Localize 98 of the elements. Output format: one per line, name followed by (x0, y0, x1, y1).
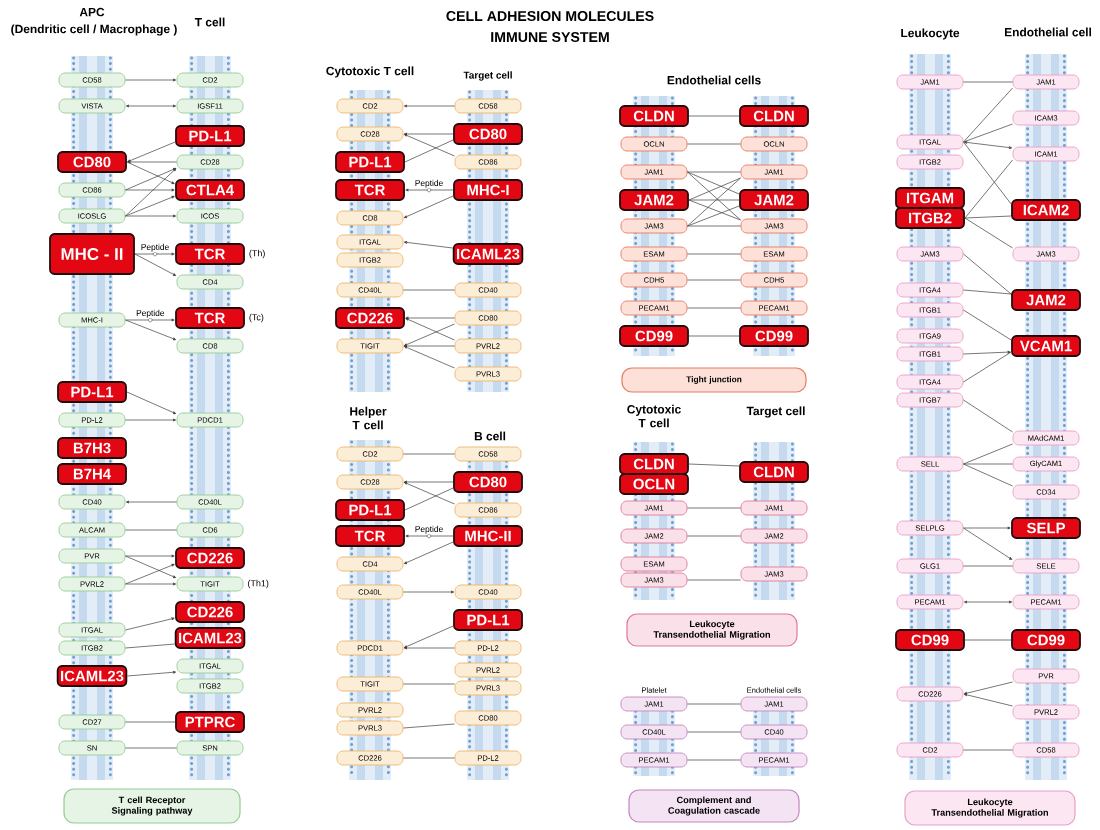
arrow (125, 617, 175, 631)
arrow (125, 78, 176, 82)
arrow (125, 188, 175, 192)
arrow (964, 600, 1013, 604)
connector-line (963, 81, 1013, 83)
arrow (405, 187, 454, 193)
arrow (963, 693, 1013, 707)
connector-line (963, 309, 1012, 341)
connector-line (963, 141, 1012, 205)
connector-line (687, 703, 741, 705)
connector-line (125, 643, 176, 649)
connector-line (403, 723, 455, 729)
arrow (404, 646, 455, 650)
arrow (403, 541, 454, 564)
connector-line (963, 463, 1013, 487)
connector-line (688, 463, 740, 467)
arrow (125, 168, 177, 217)
arrow (126, 391, 177, 414)
connector-line (963, 351, 1012, 383)
arrow (126, 670, 177, 677)
arrow (403, 346, 455, 369)
connector-line (963, 749, 1013, 751)
connector-line (687, 307, 741, 309)
connector-line (688, 115, 740, 117)
arrow (126, 104, 176, 108)
connector-line (687, 143, 741, 145)
arrow (125, 582, 176, 586)
connector-line (963, 565, 1013, 567)
arrow (404, 344, 455, 348)
connector-line (963, 463, 1013, 465)
arrow (404, 104, 455, 108)
connector-line (125, 747, 177, 749)
connector-line (687, 225, 741, 227)
arrow (405, 316, 455, 320)
connector-line (403, 453, 455, 455)
arrow (125, 319, 177, 341)
connector-line (125, 721, 176, 723)
connector-line (688, 199, 741, 221)
arrow (403, 625, 454, 648)
arrow (125, 554, 175, 558)
arrow (963, 350, 1011, 355)
highlighted-molecule-box: MHC - II (49, 233, 135, 275)
arrow (125, 168, 177, 191)
connector-line (687, 535, 741, 537)
arrow (125, 418, 176, 422)
arrow (134, 253, 177, 276)
arrow (125, 563, 175, 585)
connector-line (687, 253, 741, 255)
connector-line (687, 731, 741, 733)
connector-line (963, 87, 1013, 143)
connector-line (687, 507, 741, 509)
connector-line (687, 171, 740, 195)
connector-line (687, 171, 741, 173)
arrow (125, 214, 176, 218)
connector-line (687, 279, 741, 281)
connector-line (403, 683, 455, 685)
connector-line (687, 579, 741, 581)
arrow (403, 323, 455, 347)
connector-line (964, 639, 1012, 641)
arrow (404, 132, 454, 136)
connector-line (403, 289, 455, 291)
connector-line (404, 487, 454, 511)
arrow (963, 526, 1011, 530)
connector-line (688, 335, 740, 337)
arrow (404, 241, 454, 249)
arrow (125, 555, 177, 579)
arrow (134, 251, 175, 257)
arrow (127, 160, 177, 164)
arrow (403, 195, 454, 218)
connector-line (963, 399, 1013, 433)
connector-line (964, 159, 1013, 219)
connector-line (403, 757, 455, 759)
arrow (126, 500, 177, 504)
arrow (963, 527, 1013, 560)
arrow (125, 195, 175, 217)
connector-line (963, 289, 1012, 295)
connector-line (687, 759, 741, 761)
arrow (964, 141, 1013, 150)
arrow (405, 318, 455, 341)
arrow (126, 161, 175, 184)
arrow (403, 590, 455, 594)
arrow (403, 134, 455, 157)
connector-line (125, 529, 177, 531)
arrow (404, 480, 454, 484)
connector-line (963, 123, 1013, 143)
connector-line (963, 443, 1013, 465)
connector-line (964, 215, 1012, 219)
connector-line (688, 199, 740, 201)
arrow (403, 482, 455, 505)
connector-line (688, 177, 741, 201)
arrow (963, 681, 1013, 695)
arrow (405, 533, 454, 539)
connector-line (964, 217, 1013, 249)
connector-line (687, 205, 740, 227)
connector-line (404, 139, 454, 163)
connector-line (963, 253, 1012, 295)
arrow (127, 141, 176, 163)
arrow (125, 317, 175, 323)
